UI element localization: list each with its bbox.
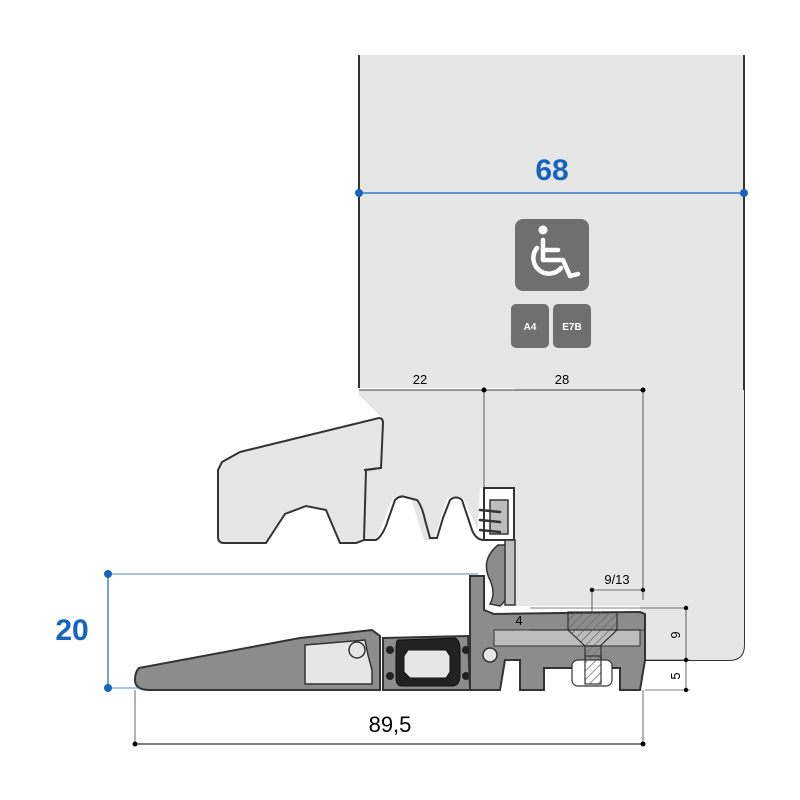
seal-carrier bbox=[504, 539, 516, 606]
dim-label-28: 28 bbox=[555, 372, 569, 387]
break-dot-2 bbox=[386, 672, 394, 680]
seal-fins bbox=[478, 508, 502, 534]
dim-dot-895a bbox=[132, 741, 138, 747]
break-dot-4 bbox=[462, 672, 470, 680]
dim-dot-9a bbox=[683, 605, 689, 611]
door-leaf-lower bbox=[359, 390, 744, 660]
dim-label-5: 5 bbox=[668, 672, 683, 679]
dim-dot-20-top bbox=[104, 570, 112, 578]
badge-e7b bbox=[553, 304, 591, 348]
dim-dot-20-bottom bbox=[104, 684, 112, 692]
ramp-screw-channel bbox=[348, 641, 366, 659]
dim-label-895: 89,5 bbox=[369, 712, 412, 737]
leaf-profile-edge bbox=[363, 467, 485, 541]
break-dot-1 bbox=[386, 646, 394, 654]
badge-a4 bbox=[511, 304, 549, 348]
dim-dot-5 bbox=[683, 687, 689, 693]
dim-dot-left bbox=[355, 189, 363, 197]
adjuster-foot-screw bbox=[584, 655, 602, 685]
dim-label-4: 4 bbox=[515, 613, 522, 628]
dim-label-22: 22 bbox=[413, 372, 427, 387]
break-dot-3 bbox=[462, 646, 470, 654]
badge-e7b-label: E7B bbox=[562, 322, 581, 333]
accessibility-badge bbox=[515, 219, 589, 291]
dim-dot-9b bbox=[683, 657, 689, 663]
frame-profile bbox=[217, 416, 385, 544]
threshold-groove bbox=[493, 629, 641, 647]
dim-label-68: 68 bbox=[535, 154, 568, 187]
dim-dot-913a bbox=[589, 587, 595, 593]
threshold-screw-channel bbox=[482, 647, 498, 663]
dim-dot-right bbox=[740, 189, 748, 197]
dim-label-20: 20 bbox=[55, 614, 88, 647]
wheelchair-icon bbox=[531, 225, 581, 279]
dim-label-913: 9/13 bbox=[604, 572, 629, 587]
thermal-break-void bbox=[403, 649, 451, 679]
dim-dot-913b bbox=[640, 587, 646, 593]
dim-dot-895b bbox=[640, 741, 646, 747]
seal-insert bbox=[489, 499, 509, 535]
badge-a4-label: A4 bbox=[524, 322, 537, 333]
dim-label-9: 9 bbox=[668, 631, 683, 638]
